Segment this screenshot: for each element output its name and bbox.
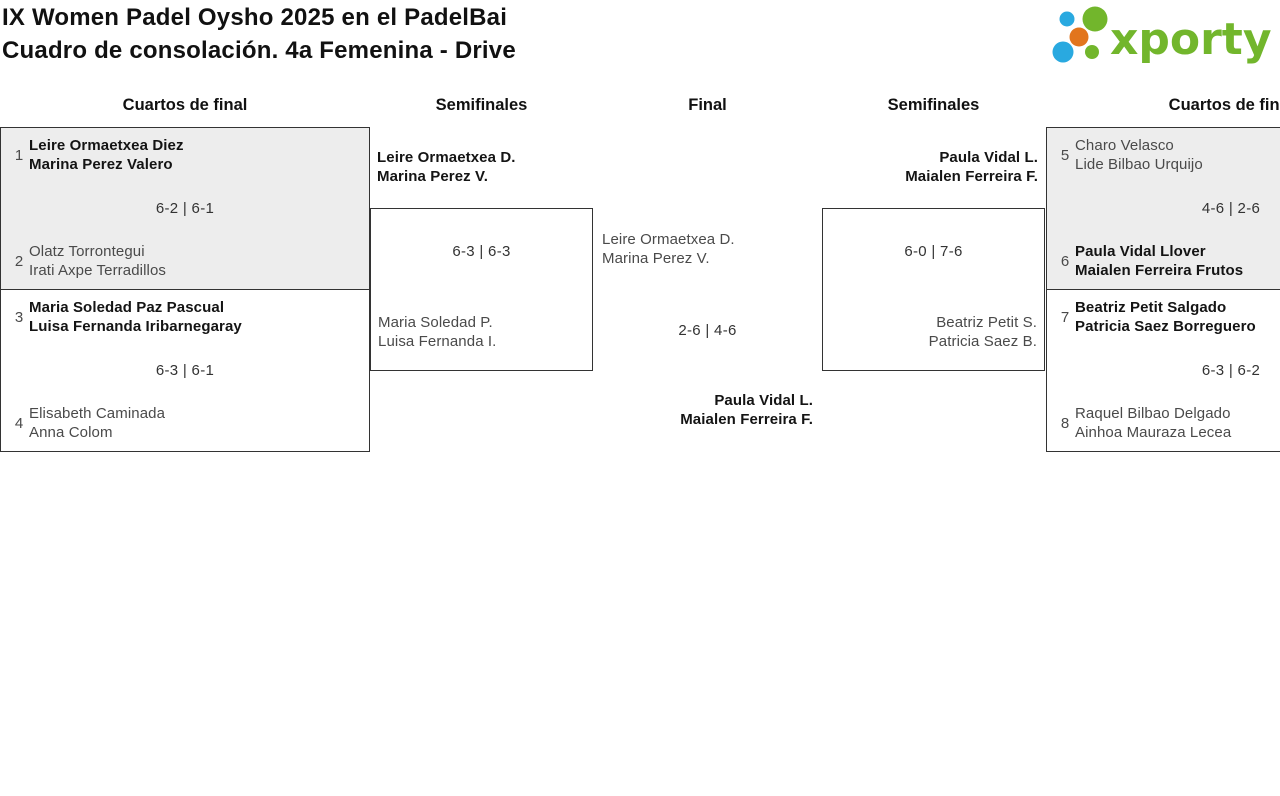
team-names: Beatriz Petit Salgado Patricia Saez Borr… [1075,298,1256,336]
seed-number: 1 [14,146,24,164]
team-names: Olatz Torrontegui Irati Axpe Terradillos [29,242,166,280]
semifinal-right-box[interactable]: 6-0 | 7-6 Beatriz Petit S. Patricia Saez… [822,208,1045,371]
match-pair: 8 Raquel Bilbao Delgado Ainhoa Mauraza L… [1047,404,1231,442]
semifinal-right-winner-team: Paula Vidal L. Maialen Ferreira F. [822,148,1038,186]
player-name: Anna Colom [29,424,113,441]
final-top-team: Leire Ormaetxea D. Marina Perez V. [602,230,735,268]
semifinal-score: 6-3 | 6-3 [452,243,511,260]
player-name: Luisa Fernanda Iribarnegaray [29,318,242,335]
logo-wordmark: xporty [1110,14,1272,65]
team-names: Raquel Bilbao Delgado Ainhoa Mauraza Lec… [1075,404,1231,442]
semifinal-left-loser-team: Maria Soledad P. Luisa Fernanda I. [378,313,496,351]
player-name: Leire Ormaetxea Diez [29,137,184,154]
semifinal-left-winner-team: Leire Ormaetxea D. Marina Perez V. [377,148,516,186]
logo-dot-blue-small [1059,11,1075,27]
match-score: 6-3 | 6-2 [1201,362,1261,379]
player-name: Maria Soledad Paz Pascual [29,299,225,316]
seed-number: 3 [14,308,24,326]
final-winner-team: Paula Vidal L. Maialen Ferreira F. [593,391,813,429]
seed-number: 6 [1060,252,1070,270]
player-name: Paula Vidal L. [939,149,1038,166]
logo-dot-orange [1069,27,1089,47]
match-pair: 4 Elisabeth Caminada Anna Colom [1,404,165,442]
player-name: Maria Soledad P. [378,314,493,331]
player-name: Raquel Bilbao Delgado [1075,405,1231,422]
logo-dot-blue-large [1052,41,1074,63]
player-name: Luisa Fernanda I. [378,333,497,350]
player-name: Elisabeth Caminada [29,405,166,422]
match-box-qf1[interactable]: 1 Leire Ormaetxea Diez Marina Perez Vale… [0,127,370,290]
player-name: Olatz Torrontegui [29,243,145,260]
final-score: 2-6 | 4-6 [678,322,737,339]
round-header-quarterfinals-right: Cuartos de final [1168,96,1280,114]
match-box-qf3[interactable]: 5 Charo Velasco Lide Bilbao Urquijo 4-6 … [1046,127,1280,290]
round-header-semifinals-right: Semifinales [887,96,980,114]
player-name: Marina Perez V. [602,250,710,267]
semifinal-right-loser-team: Beatriz Petit S. Patricia Saez B. [929,313,1037,351]
match-pair: 1 Leire Ormaetxea Diez Marina Perez Vale… [1,136,184,174]
player-name: Leire Ormaetxea D. [377,149,516,166]
logo-dot-green-large [1082,6,1108,32]
team-names: Charo Velasco Lide Bilbao Urquijo [1075,136,1203,174]
player-name: Maialen Ferreira F. [905,168,1038,185]
seed-number: 8 [1060,414,1070,432]
semifinal-left-box[interactable]: 6-3 | 6-3 Maria Soledad P. Luisa Fernand… [370,208,593,371]
player-name: Marina Perez Valero [29,156,173,173]
round-header-quarterfinals-left: Cuartos de final [122,96,248,114]
player-name: Maialen Ferreira F. [680,411,813,428]
team-names: Elisabeth Caminada Anna Colom [29,404,165,442]
match-box-qf2[interactable]: 3 Maria Soledad Paz Pascual Luisa Fernan… [0,289,370,452]
team-names: Leire Ormaetxea Diez Marina Perez Valero [29,136,184,174]
player-name: Lide Bilbao Urquijo [1075,156,1203,173]
player-name: Charo Velasco [1075,137,1174,154]
xporty-logo[interactable]: xporty [1050,3,1280,67]
round-header-semifinals-left: Semifinales [435,96,528,114]
player-name: Irati Axpe Terradillos [29,262,166,279]
player-name: Beatriz Petit S. [936,314,1037,331]
match-box-qf4[interactable]: 7 Beatriz Petit Salgado Patricia Saez Bo… [1046,289,1280,452]
player-name: Maialen Ferreira Frutos [1075,262,1244,279]
player-name: Marina Perez V. [377,168,489,185]
round-header-final: Final [688,96,727,114]
match-pair: 6 Paula Vidal Llover Maialen Ferreira Fr… [1047,242,1243,280]
match-score: 6-2 | 6-1 [155,200,215,217]
player-name: Patricia Saez B. [928,333,1037,350]
team-names: Maria Soledad Paz Pascual Luisa Fernanda… [29,298,242,336]
match-score: 4-6 | 2-6 [1201,200,1261,217]
player-name: Leire Ormaetxea D. [602,231,735,248]
team-names: Paula Vidal Llover Maialen Ferreira Frut… [1075,242,1243,280]
logo-dot-green-small [1085,45,1099,59]
seed-number: 5 [1060,146,1070,164]
player-name: Paula Vidal L. [714,392,813,409]
seed-number: 7 [1060,308,1070,326]
seed-number: 2 [14,252,24,270]
match-pair: 2 Olatz Torrontegui Irati Axpe Terradill… [1,242,166,280]
semifinal-score: 6-0 | 7-6 [904,243,963,260]
player-name: Paula Vidal Llover [1075,243,1206,260]
match-pair: 3 Maria Soledad Paz Pascual Luisa Fernan… [1,298,242,336]
page-title-line1: IX Women Padel Oysho 2025 en el PadelBai [2,4,508,31]
match-pair: 5 Charo Velasco Lide Bilbao Urquijo [1047,136,1203,174]
match-score: 6-3 | 6-1 [155,362,215,379]
match-pair: 7 Beatriz Petit Salgado Patricia Saez Bo… [1047,298,1256,336]
page-title: IX Women Padel Oysho 2025 en el PadelBai… [2,1,516,67]
player-name: Ainhoa Mauraza Lecea [1075,424,1232,441]
seed-number: 4 [14,414,24,432]
player-name: Patricia Saez Borreguero [1075,318,1256,335]
page-title-line2: Cuadro de consolación. 4a Femenina - Dri… [2,37,516,64]
player-name: Beatriz Petit Salgado [1075,299,1227,316]
